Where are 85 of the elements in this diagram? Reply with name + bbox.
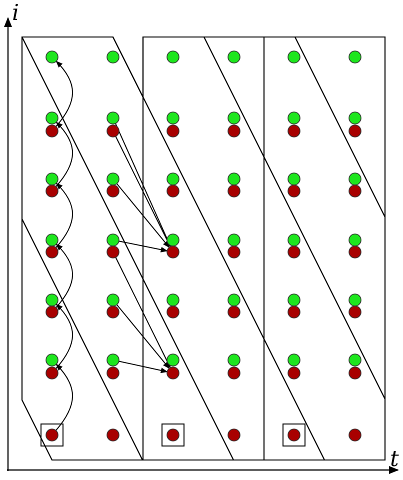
grid-point	[46, 366, 58, 380]
grid-point	[106, 246, 120, 258]
grid-point	[348, 246, 362, 258]
grid-point	[288, 354, 300, 366]
arrow	[115, 256, 171, 368]
axis-label: i	[12, 1, 20, 26]
grid-point	[106, 124, 120, 138]
grid-point	[166, 294, 180, 306]
grid-point	[166, 124, 180, 138]
grid-point	[348, 294, 362, 306]
grid-point	[288, 294, 300, 306]
arrow	[56, 122, 74, 188]
grid-point	[46, 184, 58, 198]
arrow	[56, 182, 74, 248]
grid-point	[106, 366, 120, 380]
arrow	[118, 360, 168, 374]
grid-point	[348, 306, 362, 318]
grid-point	[46, 124, 58, 138]
grid-point	[106, 306, 120, 318]
grid-point	[228, 366, 240, 380]
grid-point	[288, 124, 300, 138]
grid-point	[288, 306, 300, 318]
grid-point	[46, 112, 58, 124]
grid-point	[228, 428, 240, 442]
grid-point	[46, 428, 58, 442]
grid-point	[348, 184, 362, 198]
grid-point	[288, 112, 300, 124]
grid-point	[228, 184, 240, 198]
grid-point	[348, 172, 362, 186]
grid-point	[228, 294, 240, 306]
grid-point	[166, 172, 180, 186]
grid-point	[46, 294, 58, 306]
grid-point	[166, 354, 180, 366]
grid-point	[288, 50, 300, 64]
grid-point	[166, 246, 180, 258]
grid-point	[106, 234, 120, 246]
grid-point	[348, 428, 362, 442]
grid-point	[46, 246, 58, 258]
grid-point	[106, 354, 120, 366]
grid-point	[228, 306, 240, 318]
arrow	[116, 304, 170, 369]
grid-point	[106, 294, 120, 306]
grid-point	[166, 50, 180, 64]
grid-point	[228, 246, 240, 258]
grid-point	[106, 172, 120, 186]
grid-point	[348, 234, 362, 246]
grid-point	[288, 234, 300, 246]
grid-point	[288, 428, 300, 442]
grid-point	[228, 172, 240, 186]
grid-point	[228, 124, 240, 138]
grid-point	[106, 428, 120, 442]
grid-point	[166, 428, 180, 442]
grid-point	[348, 354, 362, 366]
arrow	[56, 244, 74, 308]
grid-point	[288, 246, 300, 258]
grid-point	[228, 50, 240, 64]
grid-point	[106, 112, 120, 124]
arrow	[116, 183, 170, 248]
grid-point	[46, 354, 58, 366]
grid-point	[348, 112, 362, 124]
grid-point	[348, 50, 362, 64]
grid-point	[288, 172, 300, 186]
grid-point	[348, 124, 362, 138]
grid-point	[288, 366, 300, 380]
grid-point	[166, 184, 180, 198]
grid-point	[166, 306, 180, 318]
grid-point	[228, 354, 240, 366]
grid-point	[348, 366, 362, 380]
grid-point	[46, 306, 58, 318]
grid-point	[46, 234, 58, 246]
arrow	[56, 304, 74, 370]
grid-point	[228, 112, 240, 124]
grid-point	[46, 50, 58, 64]
grid-point	[46, 172, 58, 186]
grid-point	[166, 112, 180, 124]
grid-point	[166, 234, 180, 246]
axis-label: t	[390, 447, 399, 472]
grid-point	[106, 50, 120, 64]
grid-point	[288, 184, 300, 198]
arrow	[55, 60, 74, 127]
grid-point	[228, 234, 240, 246]
grid-point	[166, 366, 180, 380]
arrow	[118, 240, 168, 252]
arrow	[55, 364, 74, 431]
grid-point	[106, 184, 120, 198]
